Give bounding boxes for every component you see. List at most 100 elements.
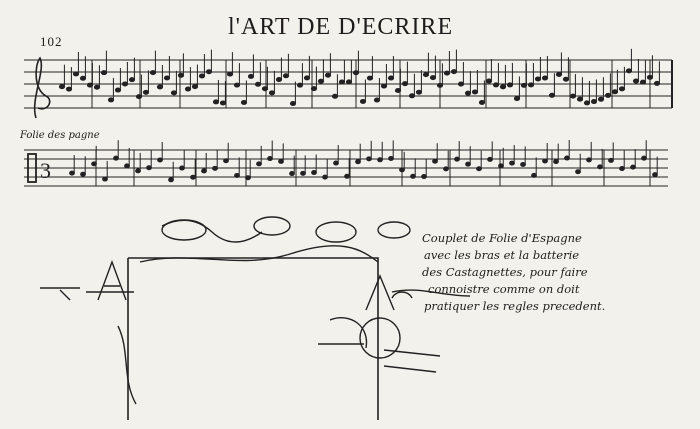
- step-line: [383, 349, 441, 373]
- note-head: [261, 86, 269, 92]
- note-head: [179, 165, 185, 171]
- note-head: [93, 84, 101, 90]
- note-head: [618, 86, 626, 92]
- note-head: [487, 156, 493, 162]
- step-ornament: [377, 221, 411, 239]
- note-head: [373, 97, 381, 103]
- note-head: [333, 160, 339, 166]
- note-head: [233, 82, 241, 88]
- note-head: [190, 174, 196, 180]
- note-head: [630, 164, 636, 170]
- note-head: [388, 155, 394, 161]
- note-head: [163, 75, 171, 81]
- step-ornament: [391, 291, 413, 299]
- note-head: [520, 162, 526, 168]
- note-head: [499, 84, 507, 90]
- note-head: [86, 82, 94, 88]
- note-head: [275, 77, 283, 83]
- note-head: [553, 159, 559, 165]
- note-head: [324, 72, 332, 78]
- note-head: [135, 94, 143, 100]
- note-head: [492, 82, 500, 88]
- step-line: [40, 287, 80, 301]
- step-path: [318, 317, 368, 349]
- note-head: [212, 165, 218, 171]
- note-head: [625, 68, 633, 74]
- note-head: [457, 81, 465, 87]
- note-head: [478, 99, 486, 105]
- note-head: [509, 160, 515, 166]
- note-head: [311, 170, 317, 176]
- page-title: l'ART DE D'ECRIRE: [228, 14, 454, 40]
- note-head: [652, 172, 658, 178]
- note-head: [520, 82, 528, 88]
- note-head: [102, 176, 108, 182]
- note-head: [421, 174, 427, 180]
- note-head: [531, 172, 537, 178]
- note-head: [91, 161, 97, 167]
- note-head: [149, 70, 157, 76]
- note-head: [506, 82, 514, 88]
- note-head: [278, 158, 284, 164]
- note-head: [464, 90, 472, 96]
- note-head: [541, 75, 549, 81]
- note-head: [498, 163, 504, 169]
- note-head: [282, 73, 290, 79]
- note-head: [338, 79, 346, 85]
- dance-title-label: Folie des pagne: [20, 130, 100, 141]
- note-head: [69, 170, 75, 176]
- note-head: [366, 156, 372, 162]
- note-head: [465, 161, 471, 167]
- note-head: [226, 71, 234, 77]
- page-number: 102: [40, 34, 63, 49]
- note-head: [450, 69, 458, 75]
- note-head: [344, 173, 350, 179]
- note-head: [146, 165, 152, 171]
- note-head: [555, 71, 563, 77]
- note-head: [583, 100, 591, 106]
- caption-line: Couplet de Folie d'Espagne: [422, 231, 582, 245]
- note-head: [100, 70, 108, 76]
- note-head: [121, 81, 129, 87]
- note-head: [562, 76, 570, 82]
- note-head: [604, 92, 612, 98]
- note-head: [432, 158, 438, 164]
- note-head: [597, 96, 605, 102]
- note-head: [387, 75, 395, 81]
- dancer-figure: [365, 274, 395, 311]
- step-line: [391, 289, 471, 297]
- note-head: [597, 164, 603, 170]
- note-head: [289, 171, 295, 177]
- note-head: [268, 90, 276, 96]
- note-head: [422, 72, 430, 78]
- dance-notation-diagram: [40, 216, 471, 420]
- note-head: [184, 86, 192, 92]
- note-head: [355, 159, 361, 165]
- dancer-figure: [97, 259, 127, 301]
- note-head: [436, 82, 444, 88]
- note-head: [234, 172, 240, 178]
- caption-line: avec les bras et la batterie: [424, 248, 580, 262]
- note-head: [399, 167, 405, 173]
- note-head: [157, 157, 163, 163]
- step-ornament: [359, 317, 401, 359]
- note-head: [608, 157, 614, 163]
- treble-clef: [33, 56, 51, 119]
- note-head: [58, 84, 66, 90]
- note-head: [366, 75, 374, 81]
- note-head: [219, 100, 227, 106]
- note-head: [527, 82, 535, 88]
- note-head: [485, 78, 493, 84]
- note-head: [256, 161, 262, 167]
- note-head: [267, 156, 273, 162]
- note-head: [65, 86, 73, 92]
- note-head: [345, 79, 353, 85]
- dance-track: [128, 257, 379, 420]
- note-head: [113, 155, 119, 161]
- note-head: [201, 168, 207, 174]
- note-head: [611, 89, 619, 95]
- note-head: [135, 168, 141, 174]
- step-path: [117, 325, 137, 405]
- step-path: [161, 219, 263, 243]
